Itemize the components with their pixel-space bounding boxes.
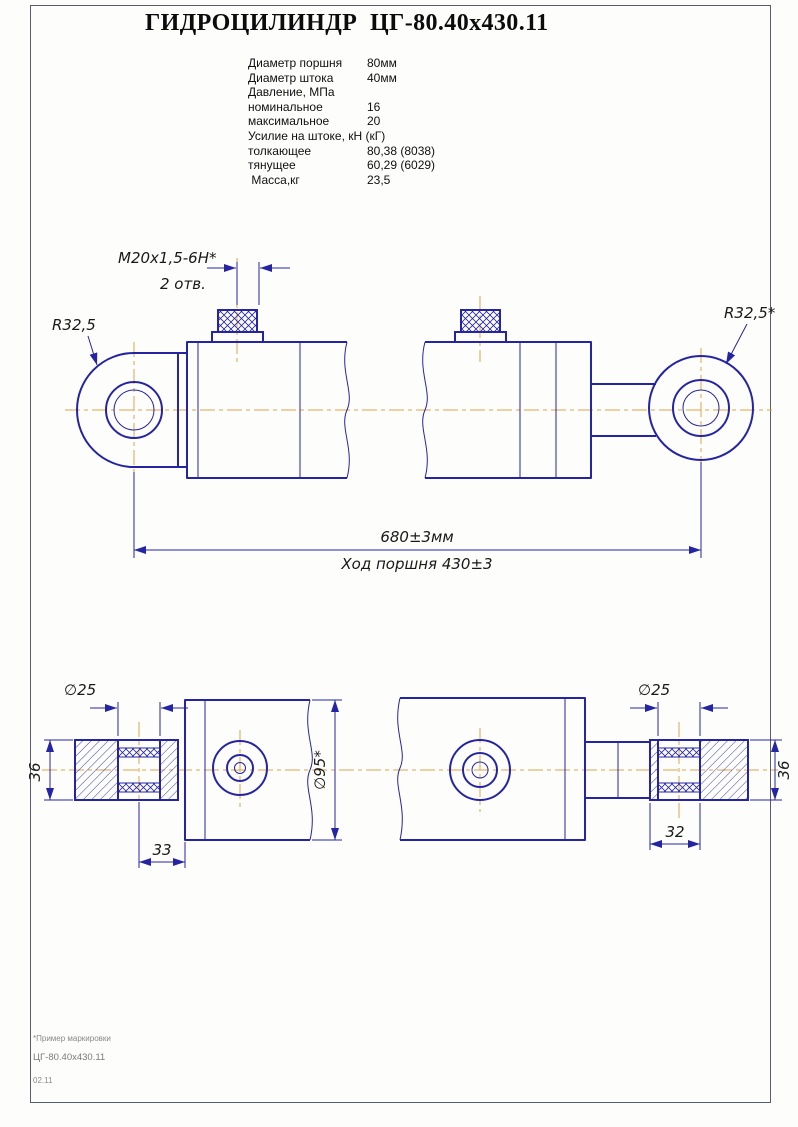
spec-value: 80мм xyxy=(367,56,397,70)
spec-value: 20 xyxy=(367,114,381,129)
spec-label: Усилие на штоке, кН (кГ) xyxy=(248,128,386,143)
spec-table: Диаметр поршня 80мм Диаметр штока 40мм Дав… xyxy=(248,56,435,187)
spec-label: Масса,кг xyxy=(248,172,300,187)
spec-value: 60,29 (6029) xyxy=(367,158,436,173)
piston-rod xyxy=(591,383,656,437)
spec-row: Диаметр штока 40мм xyxy=(248,71,435,86)
title-block-notes: *Пример маркировки ЦГ-80.40х430.11 02.11 xyxy=(33,1034,111,1085)
dia25-right-label: ∅25 xyxy=(638,681,670,699)
bottom-body-right xyxy=(397,697,586,841)
spec-label: Диаметр штока xyxy=(248,70,334,85)
model-number: ЦГ-80.40х430.11 xyxy=(33,1052,106,1063)
port-a-fitting xyxy=(211,309,264,343)
dim33-label: 33 xyxy=(152,841,171,859)
dia95-label: ∅95* xyxy=(311,750,329,790)
spec-row: номинальное 16 xyxy=(248,100,435,115)
thread-holes-label: 2 отв. xyxy=(160,275,206,293)
spec-label: максимальное xyxy=(248,114,330,129)
dimensions-bottom: ∅25 36 33 ∅95* ∅25 32 xyxy=(26,681,793,868)
dim32-label: 32 xyxy=(665,823,684,841)
right-eye-outline xyxy=(648,355,754,461)
spec-value: 40мм xyxy=(367,70,397,85)
spec-row: Диаметр поршня 80мм xyxy=(248,56,435,71)
radius-right-label: R32,5* xyxy=(724,304,776,322)
spec-label: номинальное xyxy=(248,99,323,114)
barrel-left-section xyxy=(186,341,350,479)
drawing-title: ГИДРОЦИЛИНДР ЦГ-80.40х430.11 xyxy=(145,10,549,36)
dim36-right-label: 36 xyxy=(775,760,793,779)
spec-row: толкающее 80,38 (8038) xyxy=(248,144,435,159)
port-b-fitting xyxy=(454,309,507,343)
spec-label: толкающее xyxy=(248,143,312,158)
spec-value: 16 xyxy=(367,99,381,114)
dimensions-main: М20х1,5-6Н* 2 отв. R32,5 R32,5* 680±3мм … xyxy=(52,249,776,573)
barrel-right-section xyxy=(422,341,592,479)
spec-row: тянущее 60,29 (6029) xyxy=(248,158,435,173)
bottom-body-left xyxy=(184,699,313,841)
spec-label: Диаметр поршня xyxy=(248,56,343,70)
radius-left-label: R32,5 xyxy=(52,316,96,334)
spec-row: Давление, МПа xyxy=(248,85,435,100)
left-eye-outline xyxy=(76,352,187,468)
thread-dimension-label: М20х1,5-6Н* xyxy=(118,249,217,267)
revision-date: 02.11 xyxy=(33,1076,53,1085)
sheet-border xyxy=(30,5,771,1103)
dia25-left-label: ∅25 xyxy=(64,681,96,699)
bottom-view xyxy=(42,697,778,841)
spec-label: тянущее xyxy=(248,158,296,173)
bottom-rod-section xyxy=(585,741,650,799)
overall-length-label: 680±3мм xyxy=(380,528,453,546)
spec-value: 23,5 xyxy=(367,172,391,187)
right-eye-section xyxy=(649,739,749,801)
piston-stroke-label: Ход поршня 430±3 xyxy=(340,555,492,573)
spec-value: 80,38 (8038) xyxy=(367,143,436,158)
marking-note: *Пример маркировки xyxy=(33,1034,111,1043)
spec-row: максимальное 20 xyxy=(248,114,435,129)
left-eye-section xyxy=(74,739,179,801)
spec-row: Масса,кг 23,5 xyxy=(248,173,435,188)
spec-label: Давление, МПа xyxy=(248,85,335,100)
dim36-left-label: 36 xyxy=(26,762,44,781)
main-view xyxy=(65,258,772,479)
spec-row: Усилие на штоке, кН (кГ) xyxy=(248,129,435,144)
